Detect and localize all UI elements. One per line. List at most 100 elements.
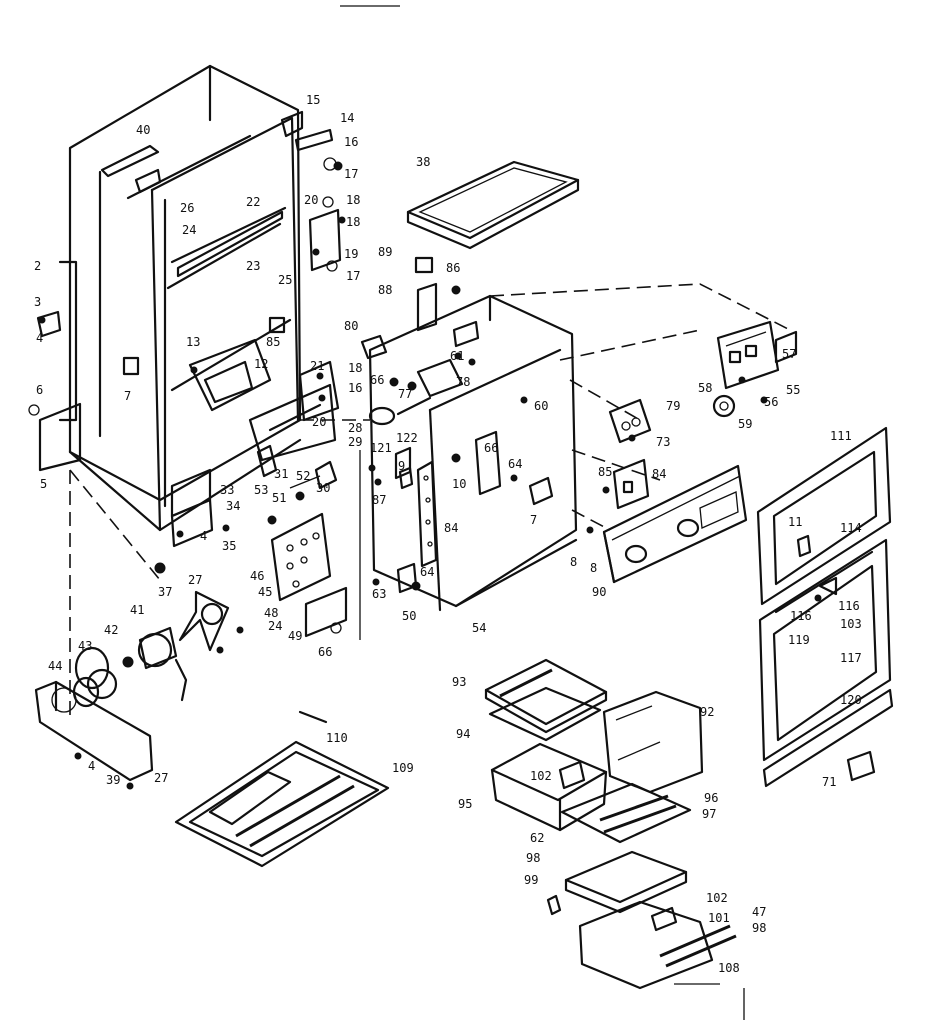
part-callout-label: 24 — [268, 619, 282, 633]
part-callout-label: 97 — [702, 807, 716, 821]
part-callout-label: 9 — [398, 459, 405, 473]
part-callout-label: 22 — [246, 195, 260, 209]
part-callout-label: 77 — [398, 387, 412, 401]
part-callout-label: 101 — [708, 911, 730, 925]
part-callout-label: 35 — [222, 539, 236, 553]
part-callout-label: 122 — [396, 431, 418, 445]
part-callout-label: 20 — [312, 415, 326, 429]
part-callout-label: 57 — [782, 347, 796, 361]
part-callout-label: 4 — [36, 331, 43, 345]
part-callout-label: 120 — [840, 693, 862, 707]
evaporator-housing — [188, 338, 337, 462]
part-callout-label: 116 — [838, 599, 860, 613]
part-callout-label: 117 — [840, 651, 862, 665]
part-callout-label: 27 — [154, 771, 168, 785]
part-callout-label: 94 — [456, 727, 470, 741]
part-callout-label: 46 — [250, 569, 264, 583]
part-callout-label: 40 — [136, 123, 150, 137]
part-callout-label: 37 — [158, 585, 172, 599]
part-callout-label: 48 — [264, 606, 278, 620]
part-callout-label: 53 — [254, 483, 268, 497]
part-callout-label: 5 — [40, 477, 47, 491]
part-callout-label: 90 — [592, 585, 606, 599]
part-callout-label: 56 — [764, 395, 778, 409]
part-callout-label: 33 — [220, 483, 234, 497]
part-callout-label: 24 — [182, 223, 196, 237]
part-callout-label: 6 — [36, 383, 43, 397]
part-callout-label: 78 — [456, 375, 470, 389]
part-callout-label: 28 — [348, 421, 362, 435]
part-callout-label: 116 — [790, 609, 812, 623]
part-callout-label: 27 — [188, 573, 202, 587]
part-callout-label: 2 — [34, 259, 41, 273]
part-callout-label: 25 — [278, 273, 292, 287]
drain-pan — [174, 710, 390, 868]
part-callout-label: 99 — [524, 873, 538, 887]
part-callout-label: 109 — [392, 761, 414, 775]
part-callout-label: 16 — [348, 381, 362, 395]
part-callout-label: 17 — [346, 269, 360, 283]
part-callout-label: 98 — [526, 851, 540, 865]
part-callout-label: 7 — [530, 513, 537, 527]
part-callout-label: 66 — [370, 373, 384, 387]
part-callout-label: 18 — [346, 193, 360, 207]
control-panel-parts — [602, 320, 798, 510]
part-callout-label: 4 — [200, 529, 207, 543]
part-callout-label: 30 — [316, 481, 330, 495]
part-callout-label: 88 — [378, 283, 392, 297]
part-callout-label: 96 — [704, 791, 718, 805]
part-callout-label: 19 — [344, 247, 358, 261]
part-callout-label: 121 — [370, 441, 392, 455]
part-callout-label: 7 — [124, 389, 131, 403]
part-callout-label: 21 — [310, 359, 324, 373]
part-callout-label: 86 — [446, 261, 460, 275]
part-callout-label: 58 — [698, 381, 712, 395]
part-callout-label: 38 — [416, 155, 430, 169]
door-gaskets — [756, 426, 894, 788]
part-callout-label: 20 — [304, 193, 318, 207]
part-callout-label: 79 — [666, 399, 680, 413]
part-callout-label: 14 — [340, 111, 354, 125]
part-callout-label: 18 — [346, 215, 360, 229]
part-callout-label: 63 — [372, 587, 386, 601]
part-callout-label: 13 — [186, 335, 200, 349]
part-callout-label: 119 — [788, 633, 810, 647]
part-callout-label: 43 — [78, 639, 92, 653]
part-callout-label: 84 — [444, 521, 458, 535]
part-callout-label: 111 — [830, 429, 852, 443]
part-callout-label: 17 — [344, 167, 358, 181]
bottom-trim — [340, 5, 745, 1020]
part-callout-label: 80 — [344, 319, 358, 333]
part-callout-label: 12 — [254, 357, 268, 371]
part-callout-label: 54 — [472, 621, 486, 635]
part-callout-label: 95 — [458, 797, 472, 811]
part-callout-label: 114 — [840, 521, 862, 535]
part-callout-label: 44 — [48, 659, 62, 673]
part-callout-label: 55 — [786, 383, 800, 397]
hinge-assembly — [280, 110, 346, 272]
part-callout-label: 66 — [318, 645, 332, 659]
part-callout-label: 85 — [266, 335, 280, 349]
crisper-drawers — [484, 658, 737, 990]
part-callout-label: 89 — [378, 245, 392, 259]
assembly-lines — [69, 283, 791, 720]
part-callout-label: 59 — [738, 417, 752, 431]
part-callout-label: 61 — [450, 349, 464, 363]
fresh-food-liner — [359, 294, 578, 640]
part-callout-label: 62 — [530, 831, 544, 845]
bracket-part — [100, 144, 162, 194]
part-callout-label: 34 — [226, 499, 240, 513]
part-callout-label: 8 — [590, 561, 597, 575]
part-callout-label: 15 — [306, 93, 320, 107]
part-callout-label: 51 — [272, 491, 286, 505]
part-callout-label: 103 — [840, 617, 862, 631]
lower-mechanism — [154, 444, 348, 638]
part-callout-label: 60 — [534, 399, 548, 413]
part-callout-label: 16 — [344, 135, 358, 149]
part-callout-label: 108 — [718, 961, 740, 975]
part-callout-label: 98 — [752, 921, 766, 935]
part-callout-label: 11 — [788, 515, 802, 529]
part-callout-label: 92 — [700, 705, 714, 719]
